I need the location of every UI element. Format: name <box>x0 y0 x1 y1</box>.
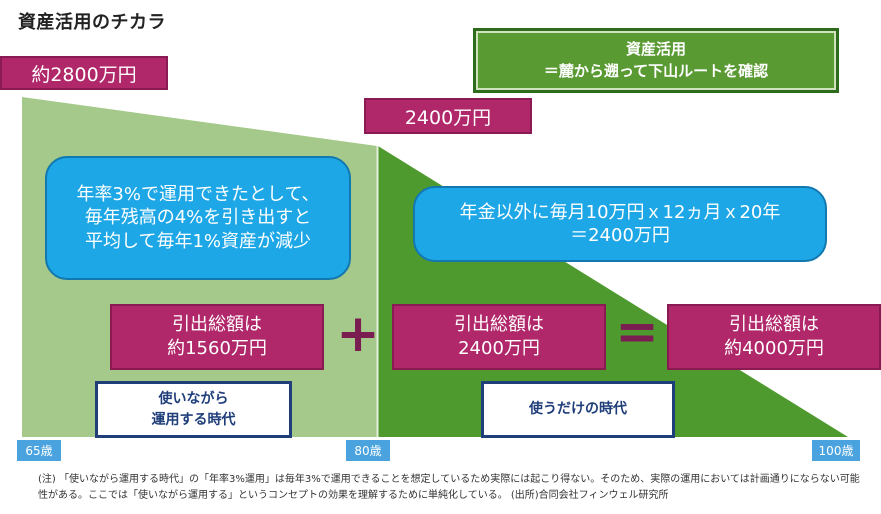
equals-operator: = <box>615 302 659 362</box>
callout-line: ＝2400万円 <box>570 225 670 246</box>
page-title: 資産活用のチカラ <box>18 12 166 33</box>
banner-line-1: 資産活用 <box>625 39 686 58</box>
late-period-box: 使うだけの時代 <box>481 381 675 438</box>
combined-withdrawal-total: 引出総額は 約4000万円 <box>667 304 881 370</box>
callout-line: 平均して毎年1%資産が減少 <box>84 230 311 252</box>
early-period-callout: 年率3%で運用できたとして、 毎年残高の4%を引き出すと 平均して毎年1%資産が… <box>45 156 351 280</box>
period-line: 使いながら <box>158 390 229 407</box>
mid-amount-label: 2400万円 <box>364 98 532 134</box>
total-line: 約4000万円 <box>724 338 824 359</box>
total-line: 2400万円 <box>458 338 540 359</box>
asset-usage-banner: 資産活用 ＝麓から遡って下山ルートを確認 <box>473 28 839 93</box>
age-65-marker: 65歳 <box>17 440 61 461</box>
age-80-marker: 80歳 <box>346 440 390 461</box>
total-line: 引出総額は <box>454 313 544 335</box>
callout-line: 年金以外に毎月10万円ｘ12ヵ月ｘ20年 <box>459 201 781 223</box>
late-period-callout: 年金以外に毎月10万円ｘ12ヵ月ｘ20年 ＝2400万円 <box>413 186 827 262</box>
banner-line-2: ＝麓から遡って下山ルートを確認 <box>543 61 769 80</box>
age-100-marker: 100歳 <box>812 440 860 461</box>
early-withdrawal-total: 引出総額は 約1560万円 <box>110 304 324 370</box>
footnote: (注) 「使いながら運用する時代」の「年率3%運用」は毎年3%で運用できることを… <box>38 474 860 501</box>
start-amount-label: 約2800万円 <box>0 56 168 90</box>
late-withdrawal-total: 引出総額は 2400万円 <box>392 304 606 370</box>
total-line: 引出総額は <box>729 313 819 335</box>
period-line: 運用する時代 <box>151 411 236 428</box>
plus-operator: + <box>336 304 380 364</box>
total-line: 約1560万円 <box>167 338 267 359</box>
callout-line: 年率3%で運用できたとして、 <box>76 183 320 205</box>
total-line: 引出総額は <box>172 313 262 335</box>
callout-line: 毎年残高の4%を引き出すと <box>84 207 312 229</box>
early-period-box: 使いながら 運用する時代 <box>95 381 292 438</box>
